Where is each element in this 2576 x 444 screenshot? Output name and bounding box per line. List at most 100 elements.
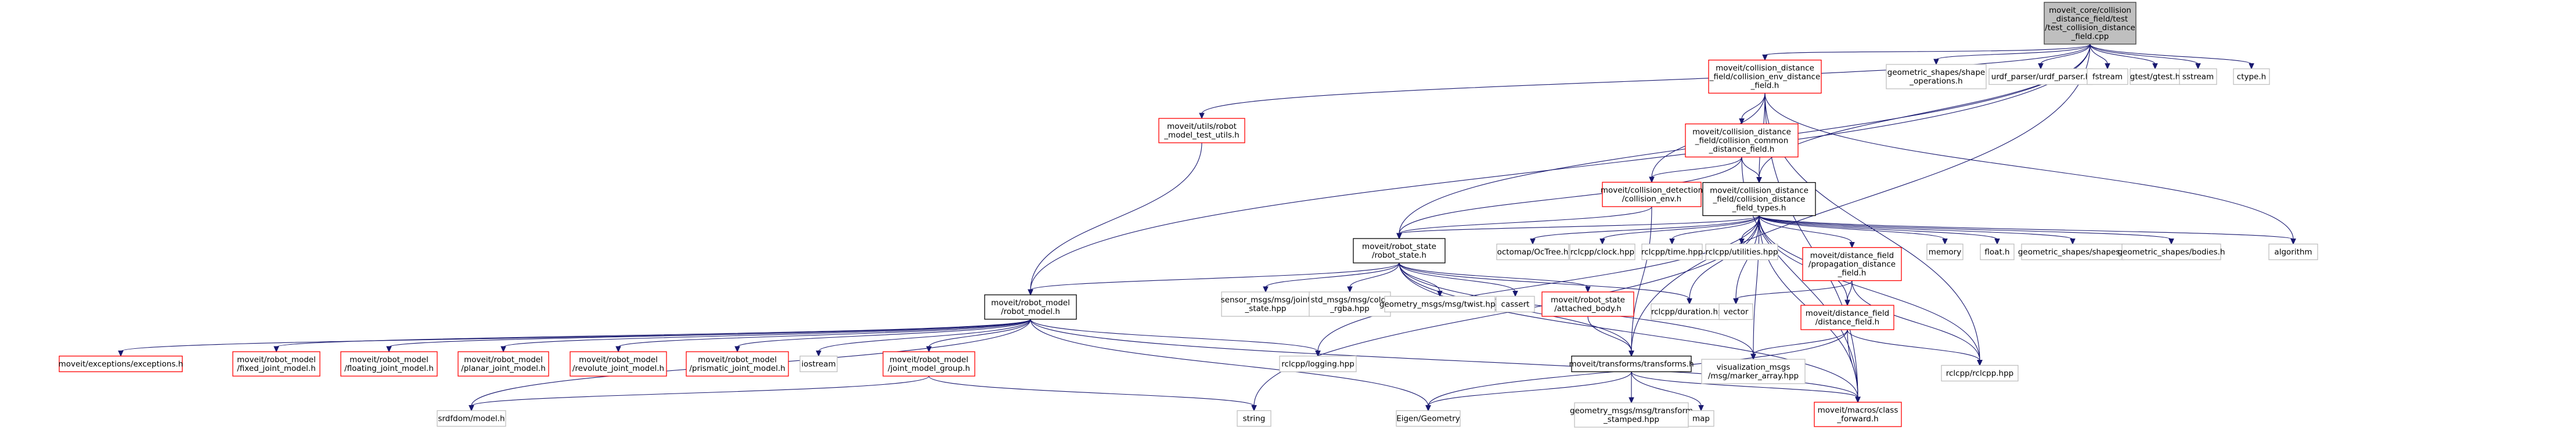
node-tf_stamped: geometry_msgs/msg/transform_stamped.hpp (1570, 402, 1693, 428)
node-duration: rclcpp/duration.hpp (1651, 303, 1728, 320)
node-octree: octomap/OcTree.h (1496, 243, 1569, 261)
node-planar_joint[interactable]: moveit/robot_model/planar_joint_model.h (457, 351, 549, 377)
edge-robot_state-to-color_msg (1347, 262, 1400, 293)
node-label-line: fstream (2092, 73, 2123, 82)
edge-cdf_types-to-shapes (1759, 215, 2076, 245)
node-algorithm: algorithm (2268, 243, 2318, 261)
edge-cdf_types-to-time (1669, 215, 1760, 245)
node-label-line: moveit/robot_model (698, 355, 777, 364)
node-label-line: /fixed_joint_model.h (237, 364, 316, 373)
node-cdf_common[interactable]: moveit/collision_distance_field/collisio… (1685, 123, 1799, 158)
edge-robot_state-to-cassert (1399, 262, 1518, 297)
node-clock: rclcpp/clock.hpp (1569, 243, 1635, 261)
edge-root-to-shape_ops (1933, 44, 2091, 66)
node-label-line: _field.cpp (2071, 32, 2109, 41)
node-gtest: gtest/gtest.h (2130, 68, 2181, 85)
node-label-line: map (1692, 414, 1710, 424)
node-label-line: moveit/collision_distance (1692, 128, 1791, 137)
node-label-line: moveit/distance_field (1810, 251, 1894, 261)
node-logging: rclcpp/logging.hpp (1279, 355, 1357, 373)
node-label-line: _field.h (1750, 81, 1779, 91)
node-string: string (1237, 410, 1271, 427)
node-label-line: geometric_shapes/shape (1887, 68, 1985, 77)
edge-prop_df-to-vector (1733, 280, 1853, 305)
node-root[interactable]: moveit_core/collision_distance_field/tes… (2044, 2, 2137, 45)
node-label-line: _rgba.hpp (1330, 304, 1369, 313)
node-floating_joint[interactable]: moveit/robot_model/floating_joint_model.… (340, 351, 438, 377)
node-sstream: sstream (2179, 68, 2217, 85)
node-label-line: moveit/collision_detection (1601, 186, 1703, 195)
node-joint_group[interactable]: moveit/robot_model/joint_model_group.h (882, 351, 975, 377)
edge-joint_group-to-srdf_model (469, 376, 929, 411)
edge-robot_model-to-eigen (1030, 319, 1431, 411)
node-label-line: string (1243, 414, 1266, 424)
node-label-line: gtest/gtest.h (2130, 73, 2180, 82)
node-transforms[interactable]: moveit/transforms/transforms.h (1569, 355, 1694, 373)
node-label-line: moveit/robot_state (1551, 295, 1625, 305)
node-utilities: rclcpp/utilities.hpp (1705, 243, 1778, 261)
edge-cdf_types-to-rclcpp (1759, 215, 1983, 366)
edge-robot_model-to-prismatic_joint (734, 319, 1031, 353)
node-class_forward[interactable]: moveit/macros/class_forward.h (1814, 402, 1902, 427)
node-cdf_types[interactable]: moveit/collision_distance_field/collisio… (1702, 182, 1816, 216)
node-memory: memory (1926, 243, 1963, 261)
node-label-line: memory (1929, 248, 1961, 257)
edge-cdf_common-to-collision_env (1649, 157, 1742, 183)
node-label-line: _field/collision_env_distance (1709, 73, 1821, 82)
node-label-line: sstream (2182, 73, 2214, 82)
edge-root-to-ctype (2089, 44, 2254, 70)
node-label-line: /prismatic_joint_model.h (689, 364, 785, 373)
node-rclcpp: rclcpp/rclcpp.hpp (1941, 364, 2019, 382)
node-label-line: rclcpp/time.hpp (1641, 248, 1703, 257)
node-label-line: moveit_core/collision (2049, 6, 2131, 15)
edge-cdf_types-to-octree (1530, 215, 1760, 245)
edge-root-to-test_utils (1199, 44, 2091, 120)
node-label-line: rclcpp/rclcpp.hpp (1946, 369, 2014, 378)
edge-collision_env-to-robot_state (1396, 206, 1652, 240)
node-label-line: rclcpp/duration.hpp (1651, 308, 1728, 317)
edge-robot_model-to-iostream (816, 319, 1031, 357)
edge-root-to-sstream (2089, 44, 2201, 70)
node-label-line: _field/collision_distance (1713, 195, 1806, 204)
edge-attached_body-to-transforms (1587, 316, 1634, 357)
node-distance_field[interactable]: moveit/distance_field/distance_field.h (1800, 305, 1894, 330)
node-label-line: _model_test_utils.h (1163, 131, 1239, 140)
node-label-line: visualization_msgs (1717, 363, 1790, 372)
node-float: float.h (1980, 243, 2015, 261)
node-collision_env[interactable]: moveit/collision_detection/collision_env… (1601, 182, 1703, 207)
node-prismatic_joint[interactable]: moveit/robot_model/prismatic_joint_model… (686, 351, 789, 377)
edge-cdf_env-to-cdf_common (1739, 93, 1766, 125)
nodes-layer: moveit_core/collision_distance_field/tes… (59, 2, 2318, 428)
node-label-line: geometry_msgs/msg/transform (1570, 406, 1693, 416)
node-label-line: moveit/exceptions/exceptions.h (59, 360, 183, 369)
node-bodies: geometric_shapes/bodies.h (2117, 243, 2225, 261)
edge-robot_model-to-floating_joint (386, 319, 1031, 353)
node-robot_state[interactable]: moveit/robot_state/robot_state.h (1353, 238, 1446, 263)
node-vector: vector (1718, 303, 1753, 320)
node-label-line: moveit/collision_distance (1716, 64, 1814, 73)
edge-joint_group-to-string (928, 376, 1257, 411)
edge-robot_state-to-attached_body (1399, 262, 1591, 293)
node-fixed_joint[interactable]: moveit/robot_model/fixed_joint_model.h (232, 351, 320, 377)
node-prop_df[interactable]: moveit/distance_field/propagation_distan… (1802, 247, 1902, 281)
node-label-line: _stamped.hpp (1603, 415, 1659, 424)
node-label-line: moveit/robot_model (350, 355, 428, 364)
node-label-line: /test_collision_distance (2045, 23, 2135, 33)
edge-root-to-gtest (2089, 44, 2158, 70)
node-cdf_env[interactable]: moveit/collision_distance_field/collisio… (1708, 59, 1822, 94)
node-revolute_joint[interactable]: moveit/robot_model/revolute_joint_model.… (570, 351, 667, 377)
node-label-line: rclcpp/logging.hpp (1281, 360, 1354, 369)
node-color_msg: std_msgs/msg/color_rgba.hpp (1309, 291, 1391, 317)
node-robot_model[interactable]: moveit/robot_model/robot_model.h (984, 294, 1077, 320)
node-label-line: /collision_env.h (1622, 194, 1681, 204)
node-shape_ops: geometric_shapes/shape_operations.h (1886, 64, 1987, 89)
node-label-line: octomap/OcTree.h (1497, 248, 1569, 257)
node-test_utils[interactable]: moveit/utils/robot_model_test_utils.h (1158, 118, 1245, 143)
node-attached_body[interactable]: moveit/robot_state/attached_body.h (1541, 291, 1634, 317)
node-exceptions[interactable]: moveit/exceptions/exceptions.h (59, 355, 183, 373)
node-label-line: geometric_shapes/bodies.h (2117, 248, 2225, 257)
node-label-line: moveit/robot_model (579, 355, 658, 364)
node-ctype: ctype.h (2233, 68, 2270, 85)
edge-distance_field-to-marker_array (1750, 329, 1848, 360)
node-label-line: /robot_state.h (1372, 251, 1426, 260)
